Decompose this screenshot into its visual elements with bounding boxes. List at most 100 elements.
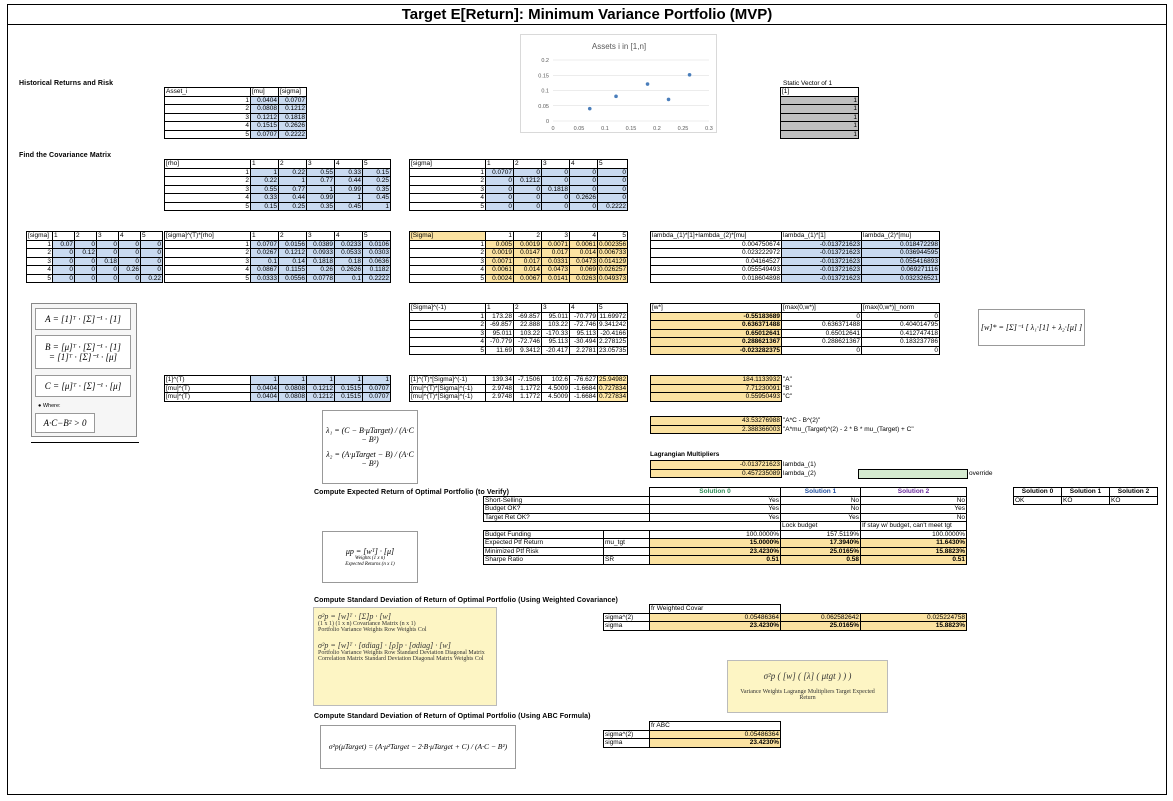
sigma-rho-table-cell[interactable]: 0.0267 bbox=[250, 248, 279, 258]
abc-values-cell[interactable]: 7.71230091 bbox=[650, 383, 782, 393]
covariance-table-cell[interactable]: 0.014 bbox=[513, 265, 542, 275]
covariance-table-cell[interactable]: 3 bbox=[541, 231, 570, 241]
sigma-inverse-table-cell[interactable]: 2.2781 bbox=[569, 345, 598, 355]
optimal-weights-table-cell[interactable]: 0 bbox=[861, 345, 940, 355]
rho-table-cell[interactable]: 1 bbox=[250, 159, 279, 169]
sigma-diag-table-cell[interactable]: 0 bbox=[569, 201, 598, 211]
rho-table-cell[interactable]: 0.77 bbox=[278, 184, 307, 194]
sigma-inverse-table-cell[interactable]: 9.341242 bbox=[597, 320, 628, 330]
covariance-table-cell[interactable]: 0.0473 bbox=[541, 265, 570, 275]
rho-table-cell[interactable]: 0.22 bbox=[250, 176, 279, 186]
abc-products-table-cell[interactable]: -7.1506 bbox=[513, 375, 542, 385]
sd-abc-table-cell[interactable]: 0.05486364 bbox=[649, 729, 781, 739]
rho-table-cell[interactable]: [rho] bbox=[164, 159, 251, 169]
sd-weighted-table-cell[interactable] bbox=[604, 605, 650, 614]
sigma-small-table-cell[interactable]: 1 bbox=[52, 231, 75, 241]
sigma-diag-table-cell[interactable]: 0.1212 bbox=[513, 176, 542, 186]
rho-table-cell[interactable]: 3 bbox=[306, 159, 335, 169]
sigma-diag-table-cell[interactable]: 2 bbox=[409, 176, 486, 186]
covariance-table-cell[interactable]: 1 bbox=[485, 231, 514, 241]
sigma-small-table-cell[interactable]: 0 bbox=[96, 248, 119, 258]
verification-table-cell[interactable]: No bbox=[860, 495, 967, 505]
abc-products-table-cell[interactable]: 1.1772 bbox=[513, 383, 542, 393]
sd-weighted-table-cell[interactable]: 23.4230% bbox=[649, 621, 781, 631]
sigma-rho-table-cell[interactable]: 2 bbox=[164, 248, 251, 258]
sigma-rho-table-cell[interactable]: 0.1818 bbox=[306, 256, 335, 266]
optimal-weights-table-cell[interactable]: [w*] bbox=[650, 303, 782, 313]
verification-table-cell[interactable]: No bbox=[780, 495, 861, 505]
sigma-rho-table-cell[interactable]: 0.18 bbox=[334, 256, 363, 266]
covariance-table-cell[interactable]: 3 bbox=[409, 256, 486, 266]
sigma-inverse-table-cell[interactable]: 103.22 bbox=[513, 328, 542, 338]
lambda-combination-table-cell[interactable]: 0.004750674 bbox=[650, 239, 782, 249]
abc-products-table-cell[interactable]: 2.9748 bbox=[485, 383, 514, 393]
sigma-inverse-table-cell[interactable]: -20.4166 bbox=[597, 328, 628, 338]
sigma-small-table-cell[interactable]: 0 bbox=[140, 239, 163, 249]
lambda-combination-table-cell[interactable]: -0.013721623 bbox=[781, 265, 862, 275]
sigma-inverse-table-cell[interactable]: 2 bbox=[409, 320, 486, 330]
assets-table-cell[interactable]: 2 bbox=[164, 104, 251, 114]
rho-table-cell[interactable]: 0.99 bbox=[334, 184, 363, 194]
rho-table-cell[interactable]: 0.45 bbox=[334, 201, 363, 211]
optimal-weights-table-cell[interactable]: 0 bbox=[861, 311, 940, 321]
portfolio-metrics-table-cell[interactable]: Budget Funding bbox=[483, 529, 604, 539]
rho-table-cell[interactable]: 0.44 bbox=[278, 193, 307, 203]
optimal-weights-table-cell[interactable]: 0.65012641 bbox=[650, 328, 782, 338]
sigma-diag-table-cell[interactable]: 0 bbox=[597, 167, 628, 177]
covariance-table-cell[interactable]: 0.049373 bbox=[597, 273, 628, 283]
abc-products-table-cell[interactable]: -1.6684 bbox=[569, 392, 598, 402]
sigma-diag-table-cell[interactable]: 0 bbox=[485, 184, 514, 194]
sigma-diag-table-cell[interactable]: 3 bbox=[409, 184, 486, 194]
rho-table-cell[interactable]: 3 bbox=[164, 184, 251, 194]
covariance-table-cell[interactable]: 0.017 bbox=[541, 248, 570, 258]
abc-values-cell[interactable]: "B" bbox=[783, 384, 792, 392]
lambda-values-cell[interactable]: lambda_(2) bbox=[783, 469, 816, 477]
abc-products-table-cell[interactable]: 139.34 bbox=[485, 375, 514, 385]
lambda-combination-table-cell[interactable]: lambda_(1)*[1] bbox=[781, 231, 862, 241]
row-vectors-table-cell[interactable]: 0.1515 bbox=[334, 383, 363, 393]
lambda-combination-table-cell[interactable]: lambda_(1)*[1]+lambda_(2)*[mu] bbox=[650, 231, 782, 241]
sigma-small-table-cell[interactable]: 0.12 bbox=[74, 248, 97, 258]
sigma-inverse-table-cell[interactable]: -20.417 bbox=[541, 345, 570, 355]
portfolio-metrics-table-cell[interactable]: Lock budget bbox=[780, 521, 861, 531]
sigma-rho-table-cell[interactable]: 0.26 bbox=[306, 265, 335, 275]
rho-table-cell[interactable]: 1 bbox=[334, 193, 363, 203]
sigma-rho-table-cell[interactable]: 0.14 bbox=[278, 256, 307, 266]
sd-weighted-table-cell[interactable]: fr Weighted Covar bbox=[649, 604, 781, 614]
assets-table-cell[interactable]: 0.1212 bbox=[278, 104, 307, 114]
covariance-table-cell[interactable]: 4 bbox=[569, 231, 598, 241]
sigma-inverse-table-cell[interactable]: -170.33 bbox=[541, 328, 570, 338]
rho-table-cell[interactable]: 0.33 bbox=[250, 193, 279, 203]
row-vectors-table-cell[interactable]: 0.0808 bbox=[278, 392, 307, 402]
abc-values-cell[interactable]: "C" bbox=[783, 393, 793, 401]
lambda-combination-table-cell[interactable]: 0.069271116 bbox=[861, 265, 940, 275]
optimal-weights-table-cell[interactable]: 0 bbox=[781, 311, 862, 321]
sigma-small-table-cell[interactable]: 0 bbox=[74, 239, 97, 249]
rho-table-cell[interactable]: 5 bbox=[164, 201, 251, 211]
row-vectors-table-cell[interactable]: 0.0707 bbox=[362, 383, 391, 393]
abc-products-table-cell[interactable]: [1]^(T)*[Sigma]^(-1) bbox=[409, 375, 486, 385]
abc-products-table-cell[interactable]: -1.6684 bbox=[569, 383, 598, 393]
sigma-rho-table-cell[interactable]: 0.0636 bbox=[362, 256, 391, 266]
verification-table-cell[interactable]: Solution 1 bbox=[780, 487, 861, 497]
rho-table-cell[interactable]: 1 bbox=[164, 167, 251, 177]
portfolio-metrics-table-cell[interactable] bbox=[603, 546, 650, 556]
sd-weighted-table-cell[interactable]: sigma bbox=[603, 621, 650, 631]
rho-table-cell[interactable]: 2 bbox=[278, 159, 307, 169]
ones-vector-cell[interactable]: 1 bbox=[780, 129, 859, 139]
sigma-small-table-cell[interactable]: 0 bbox=[74, 265, 97, 275]
rho-table-cell[interactable]: 0.15 bbox=[362, 167, 391, 177]
covariance-table-cell[interactable]: 0.026257 bbox=[597, 265, 628, 275]
row-vectors-table-cell[interactable]: 0.1515 bbox=[334, 392, 363, 402]
sigma-small-table-cell[interactable]: 2 bbox=[74, 231, 97, 241]
covariance-table-cell[interactable]: 0.0024 bbox=[485, 273, 514, 283]
sigma-diag-table-cell[interactable]: 0 bbox=[597, 193, 628, 203]
sigma-diag-table-cell[interactable]: 0 bbox=[485, 176, 514, 186]
sigma-rho-table-cell[interactable]: 2 bbox=[278, 231, 307, 241]
covariance-table-cell[interactable]: 0.017 bbox=[513, 256, 542, 266]
rho-table-cell[interactable]: 1 bbox=[250, 167, 279, 177]
lambda-values-cell[interactable]: lambda_(1) bbox=[783, 461, 816, 469]
sigma-inverse-table-cell[interactable]: -70.779 bbox=[569, 311, 598, 321]
sigma-rho-table-cell[interactable]: 0.0556 bbox=[278, 273, 307, 283]
override-cell-cell[interactable]: override bbox=[969, 470, 993, 478]
